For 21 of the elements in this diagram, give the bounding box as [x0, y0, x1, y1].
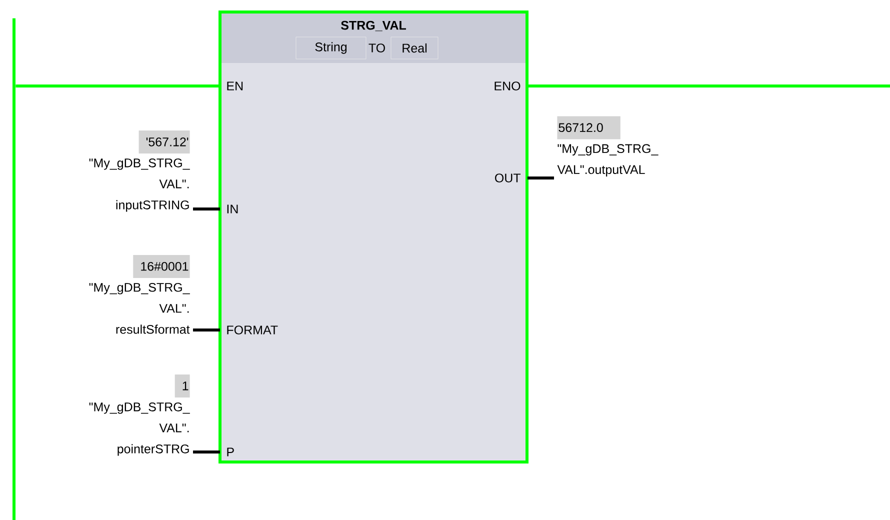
pin-label: ENO	[492, 80, 523, 92]
operand-label: '567.12' "My_gDB_STRG_ VAL". inputSTRING	[89, 130, 190, 212]
operator-label: TO	[368, 44, 385, 52]
operand-label: 56712.0 "My_gDB_STRG_ VAL".outputVAL	[557, 116, 658, 176]
value-field: 16#0001	[133, 254, 190, 278]
operand-label: 16#0001 "My_gDB_STRG_ VAL". resultSformat	[89, 254, 190, 334]
type-selector: Real	[390, 36, 438, 60]
value-field: 1	[174, 374, 190, 398]
pin-label: OUT	[492, 172, 523, 184]
pin-label: IN	[224, 202, 241, 216]
operand-label: 1 "My_gDB_STRG_ VAL". pointerSTRG	[89, 374, 190, 456]
value-field: 56712.0	[557, 116, 620, 140]
value-field: '567.12'	[138, 130, 190, 154]
pin-label: EN	[224, 80, 246, 92]
type-selector: String	[296, 36, 366, 60]
connector-line	[527, 84, 890, 88]
connector-line	[527, 176, 554, 180]
pin-label: FORMAT	[224, 324, 280, 336]
connector-line	[16, 84, 220, 88]
pin-label: P	[224, 446, 237, 458]
power-rail	[12, 18, 16, 520]
